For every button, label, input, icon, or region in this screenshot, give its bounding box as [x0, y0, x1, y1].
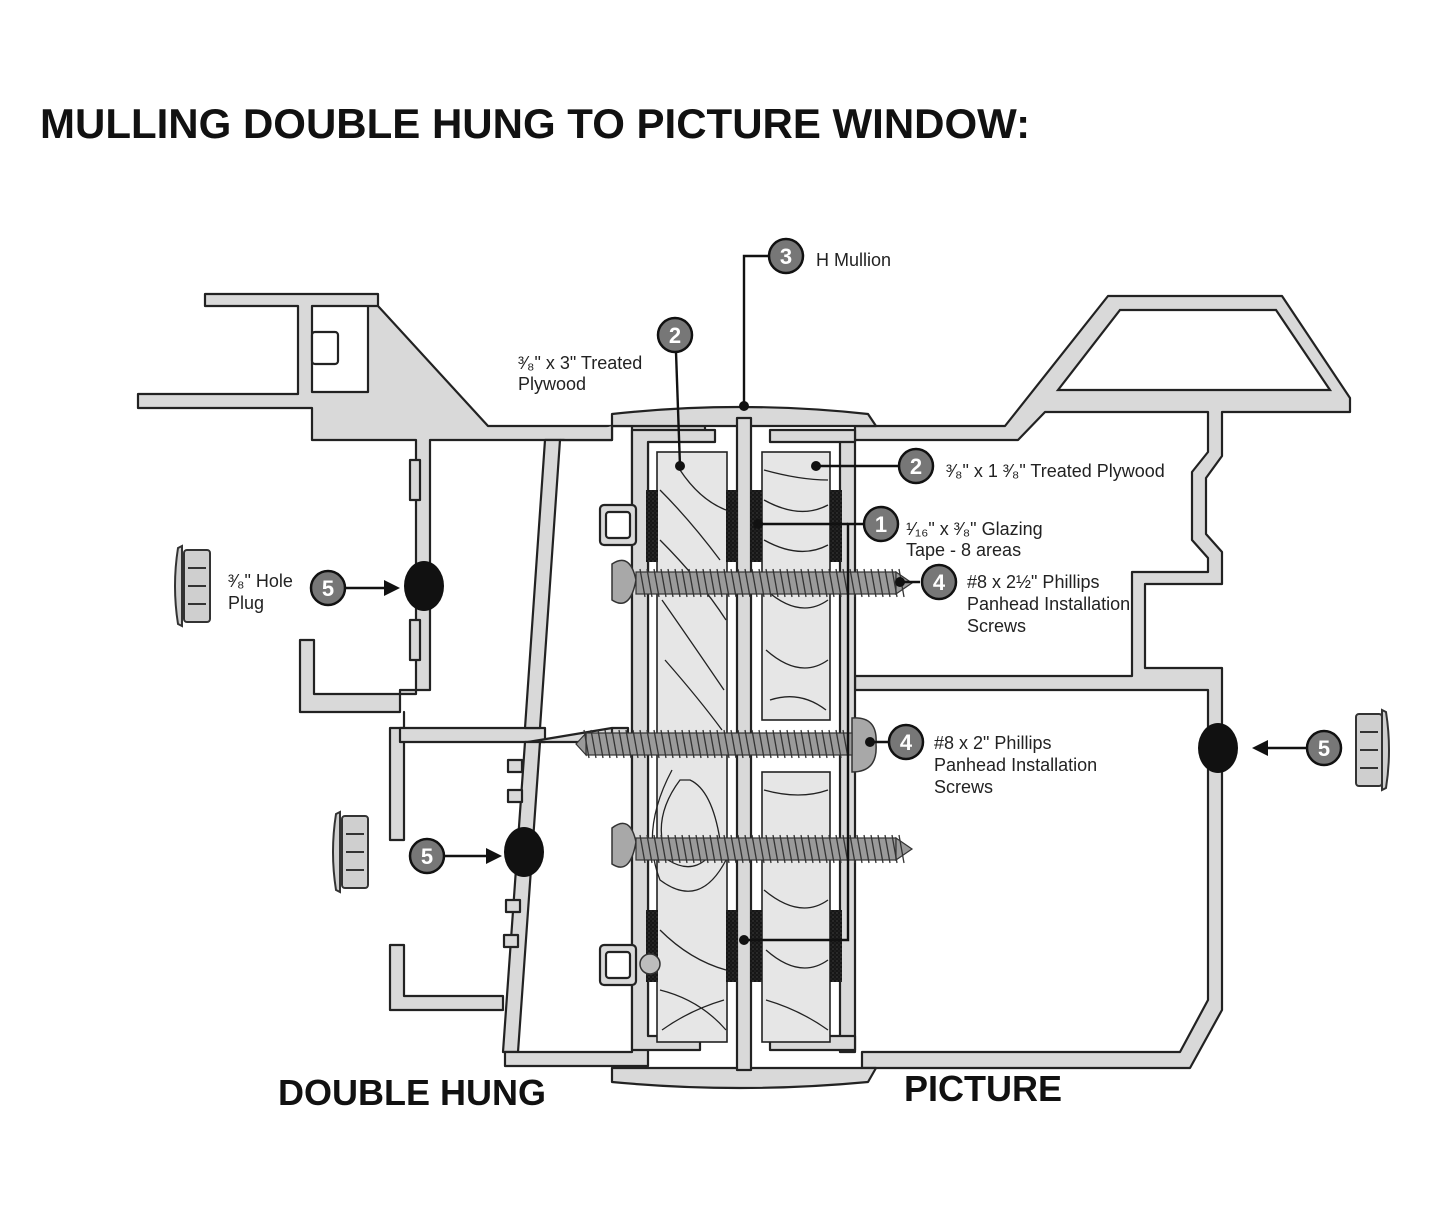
hole-plug-icon	[332, 810, 369, 894]
svg-text:2: 2	[669, 323, 681, 348]
hole-plug-left-lower	[504, 827, 544, 877]
leader-lines	[344, 254, 1306, 945]
label-screw-2-5in-line3: Screws	[967, 616, 1026, 636]
section-label-double-hung: DOUBLE HUNG	[278, 1072, 546, 1113]
callout-badge-5-right: 5	[1305, 729, 1343, 767]
callout-badge-4-upper: 4	[920, 563, 958, 601]
svg-text:5: 5	[322, 576, 334, 601]
label-screw-2-5in-line2: Panhead Installation	[967, 594, 1130, 614]
svg-text:2: 2	[910, 454, 922, 479]
svg-text:1: 1	[875, 512, 887, 537]
label-screw-2in-line3: Screws	[934, 777, 993, 797]
screw-head-bottom-left	[639, 953, 661, 975]
glazing-tape	[646, 490, 842, 982]
hole-plug-right	[1198, 723, 1238, 773]
screw-2in	[575, 717, 877, 773]
callout-badge-2-right: 2	[897, 447, 935, 485]
label-glazing-tape-line2: Tape - 8 areas	[906, 540, 1021, 560]
callout-badge-2-upper: 2	[656, 316, 694, 354]
callout-badge-1: 1	[862, 505, 900, 543]
label-h-mullion: H Mullion	[816, 250, 891, 270]
callout-badge-4-lower: 4	[887, 723, 925, 761]
svg-text:3: 3	[780, 244, 792, 269]
label-hole-plug-line1: ³⁄₈" Hole	[228, 571, 293, 591]
callout-badge-5-lower: 5	[408, 837, 446, 875]
label-hole-plug-line2: Plug	[228, 593, 264, 613]
double-hung-frame	[136, 292, 717, 1068]
label-plywood-3in-line1: ³⁄₈" x 3" Treated	[518, 353, 642, 373]
screw-2-5in-upper	[611, 559, 914, 604]
svg-text:4: 4	[933, 570, 946, 595]
label-glazing-tape-line1: ¹⁄₁₆" x ³⁄₈" Glazing	[906, 519, 1043, 539]
svg-text:5: 5	[1318, 736, 1330, 761]
label-screw-2in-line1: #8 x 2" Phillips	[934, 733, 1051, 753]
page-title: MULLING DOUBLE HUNG TO PICTURE WINDOW:	[40, 100, 1030, 147]
label-plywood-1-3-8in: ³⁄₈" x 1 ³⁄₈" Treated Plywood	[946, 461, 1165, 481]
screw-2-5in-lower	[611, 822, 914, 868]
label-plywood-3in-line2: Plywood	[518, 374, 586, 394]
label-screw-2in-line2: Panhead Installation	[934, 755, 1097, 775]
label-screw-2-5in-line1: #8 x 2½" Phillips	[967, 572, 1099, 592]
callout-badge-3: 3	[767, 237, 805, 275]
section-label-picture: PICTURE	[904, 1068, 1062, 1109]
svg-text:5: 5	[421, 844, 433, 869]
callout-badge-5-left: 5	[309, 569, 347, 607]
hole-plug-icon	[174, 544, 211, 628]
svg-text:4: 4	[900, 730, 913, 755]
hole-plug-left-upper	[404, 561, 444, 611]
hole-plug-icon	[1355, 708, 1390, 792]
